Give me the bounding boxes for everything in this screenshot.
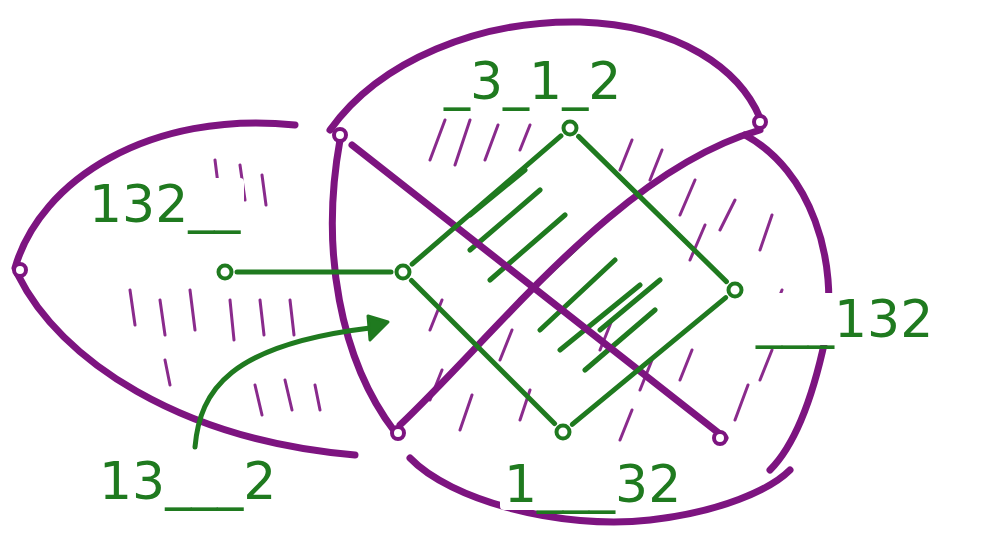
graph-edge: [572, 298, 725, 425]
graph-edge: [237, 270, 391, 275]
leader-line: [195, 316, 388, 447]
vertex-outline: [216, 263, 234, 281]
vertex-label: _3_1_2: [440, 55, 625, 107]
region-outline: [15, 22, 829, 522]
corner-point: [14, 116, 766, 444]
vertex-outline: [561, 119, 579, 137]
vertex-label: 1___32: [500, 458, 685, 510]
vertex-dot: 132__: [216, 263, 234, 281]
vertex-outline: [554, 423, 572, 441]
vertex-dot: _3_1_2: [561, 119, 579, 137]
graph-edge: [411, 280, 554, 423]
purple-hatching: [130, 120, 782, 440]
vertex-dot: 13___2: [394, 263, 412, 281]
vertex-dot: 1___32: [554, 423, 572, 441]
vertex-label: ___132: [752, 293, 937, 345]
vertex-outline: [394, 263, 412, 281]
graph-edge: [412, 136, 561, 264]
vertex-dot: ___132: [726, 281, 744, 299]
graph-edge: [579, 136, 727, 281]
vertex-outline: [726, 281, 744, 299]
vertex-label: 13___2: [95, 455, 280, 507]
vertex-label: 132__: [85, 178, 244, 230]
